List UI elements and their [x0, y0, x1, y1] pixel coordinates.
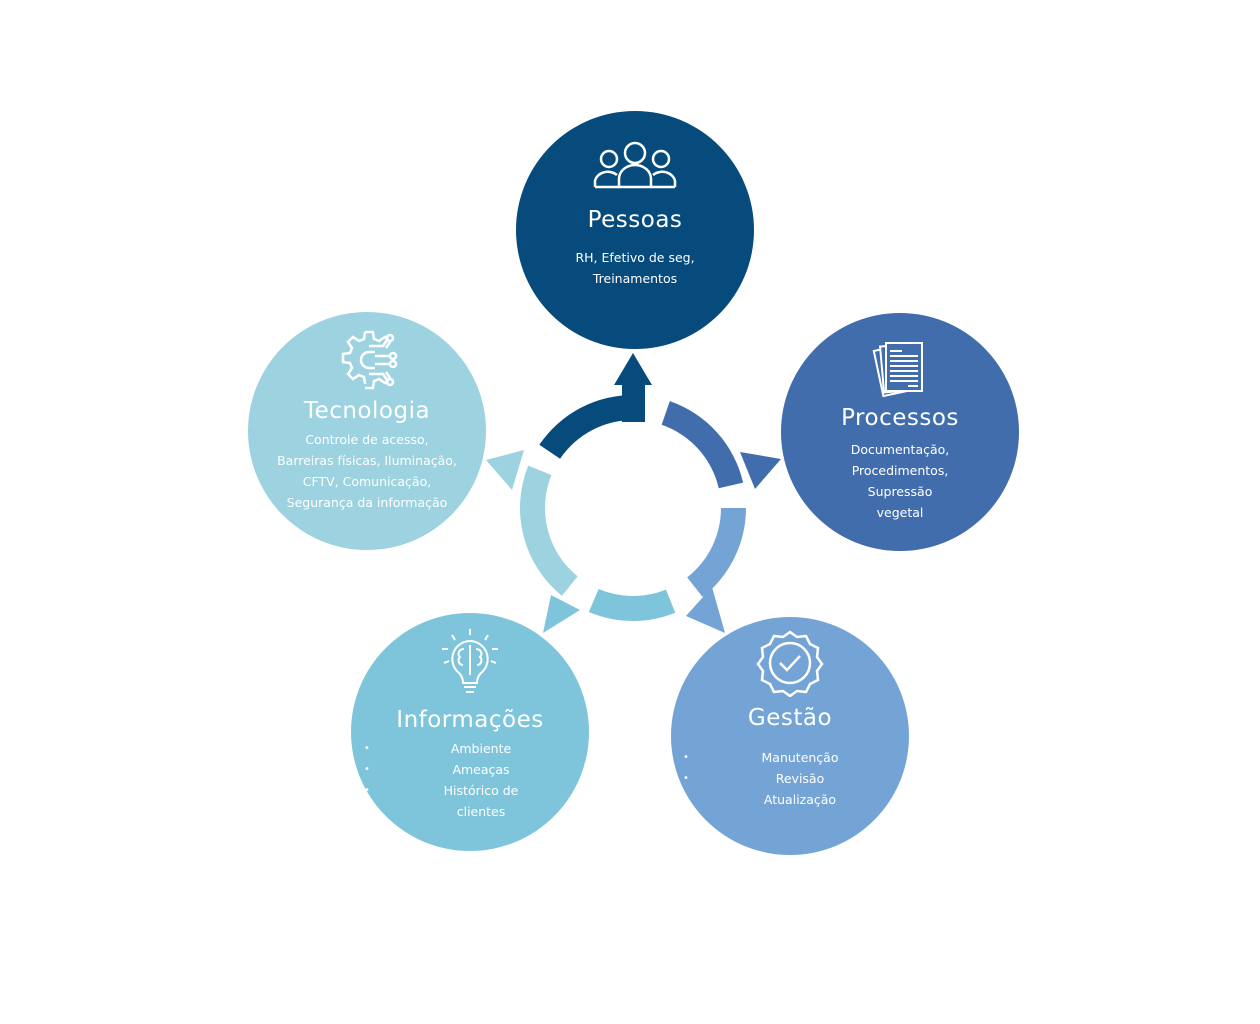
arrowhead-informacoes: [543, 595, 580, 633]
brain-bulb-icon: [442, 629, 498, 693]
node-title: Informações: [396, 707, 544, 733]
node-gestao: Gestão Manutenção Revisão Atualização: [671, 617, 909, 855]
node-description: Documentação, Procedimentos, Supressão v…: [791, 439, 1009, 523]
desc-line: vegetal: [876, 505, 924, 520]
documents-icon: [872, 342, 923, 398]
desc-line: Barreiras físicas, Iluminação,: [277, 453, 457, 468]
desc-line: Treinamentos: [592, 271, 678, 286]
desc-line: Segurança da informação: [286, 495, 448, 510]
arrow-to-informacoes: [588, 589, 676, 621]
bullet-item: Ameaças: [364, 759, 590, 780]
node-tecnologia: Tecnologia Controle de acesso, Barreiras…: [248, 312, 486, 550]
arrow-to-tecnologia: [520, 465, 578, 596]
gear-circuit-icon: [341, 330, 398, 390]
arrowhead-gestao: [686, 587, 725, 633]
node-description: Controle de acesso, Barreiras físicas, I…: [248, 429, 486, 513]
bullet-item: clientes: [456, 804, 506, 819]
arrowhead-tecnologia: [486, 450, 524, 490]
desc-line: RH, Efetivo de seg,: [575, 250, 695, 265]
node-title: Pessoas: [587, 207, 683, 233]
node-title: Gestão: [747, 705, 833, 731]
arrowhead-pessoas: [614, 353, 652, 385]
node-informacoes: Informações Ambiente Ameaças Histórico d…: [351, 613, 589, 851]
bullet-item: Atualização: [683, 789, 909, 810]
arrow-to-pessoas: [539, 395, 635, 459]
desc-line: Procedimentos,: [851, 463, 949, 478]
arrowhead-processos: [740, 452, 781, 489]
desc-line: Controle de acesso,: [305, 432, 429, 447]
arrow-shaft-pessoas: [622, 384, 645, 422]
bullet-item: Histórico de: [364, 780, 590, 801]
desc-line: CFTV, Comunicação,: [302, 474, 432, 489]
bullet-item: Manutenção: [683, 747, 909, 768]
people-icon: [593, 141, 677, 189]
node-title: Processos: [841, 405, 959, 431]
desc-line: Supressão: [867, 484, 933, 499]
check-badge-icon: [756, 630, 824, 697]
node-processos: Processos Documentação, Procedimentos, S…: [781, 313, 1019, 551]
bullet-item: Ambiente: [364, 738, 590, 759]
bullet-item: Revisão: [683, 768, 909, 789]
arrow-to-processos: [661, 401, 744, 489]
node-title: Tecnologia: [303, 398, 431, 424]
node-description: RH, Efetivo de seg, Treinamentos: [526, 247, 744, 289]
node-bullets: Ambiente Ameaças Histórico de clientes: [361, 738, 579, 822]
node-bullets: Manutenção Revisão Atualização: [681, 747, 899, 810]
desc-line: Documentação,: [850, 442, 950, 457]
arrow-to-gestao: [687, 508, 746, 598]
node-pessoas: Pessoas RH, Efetivo de seg, Treinamentos: [516, 111, 754, 349]
